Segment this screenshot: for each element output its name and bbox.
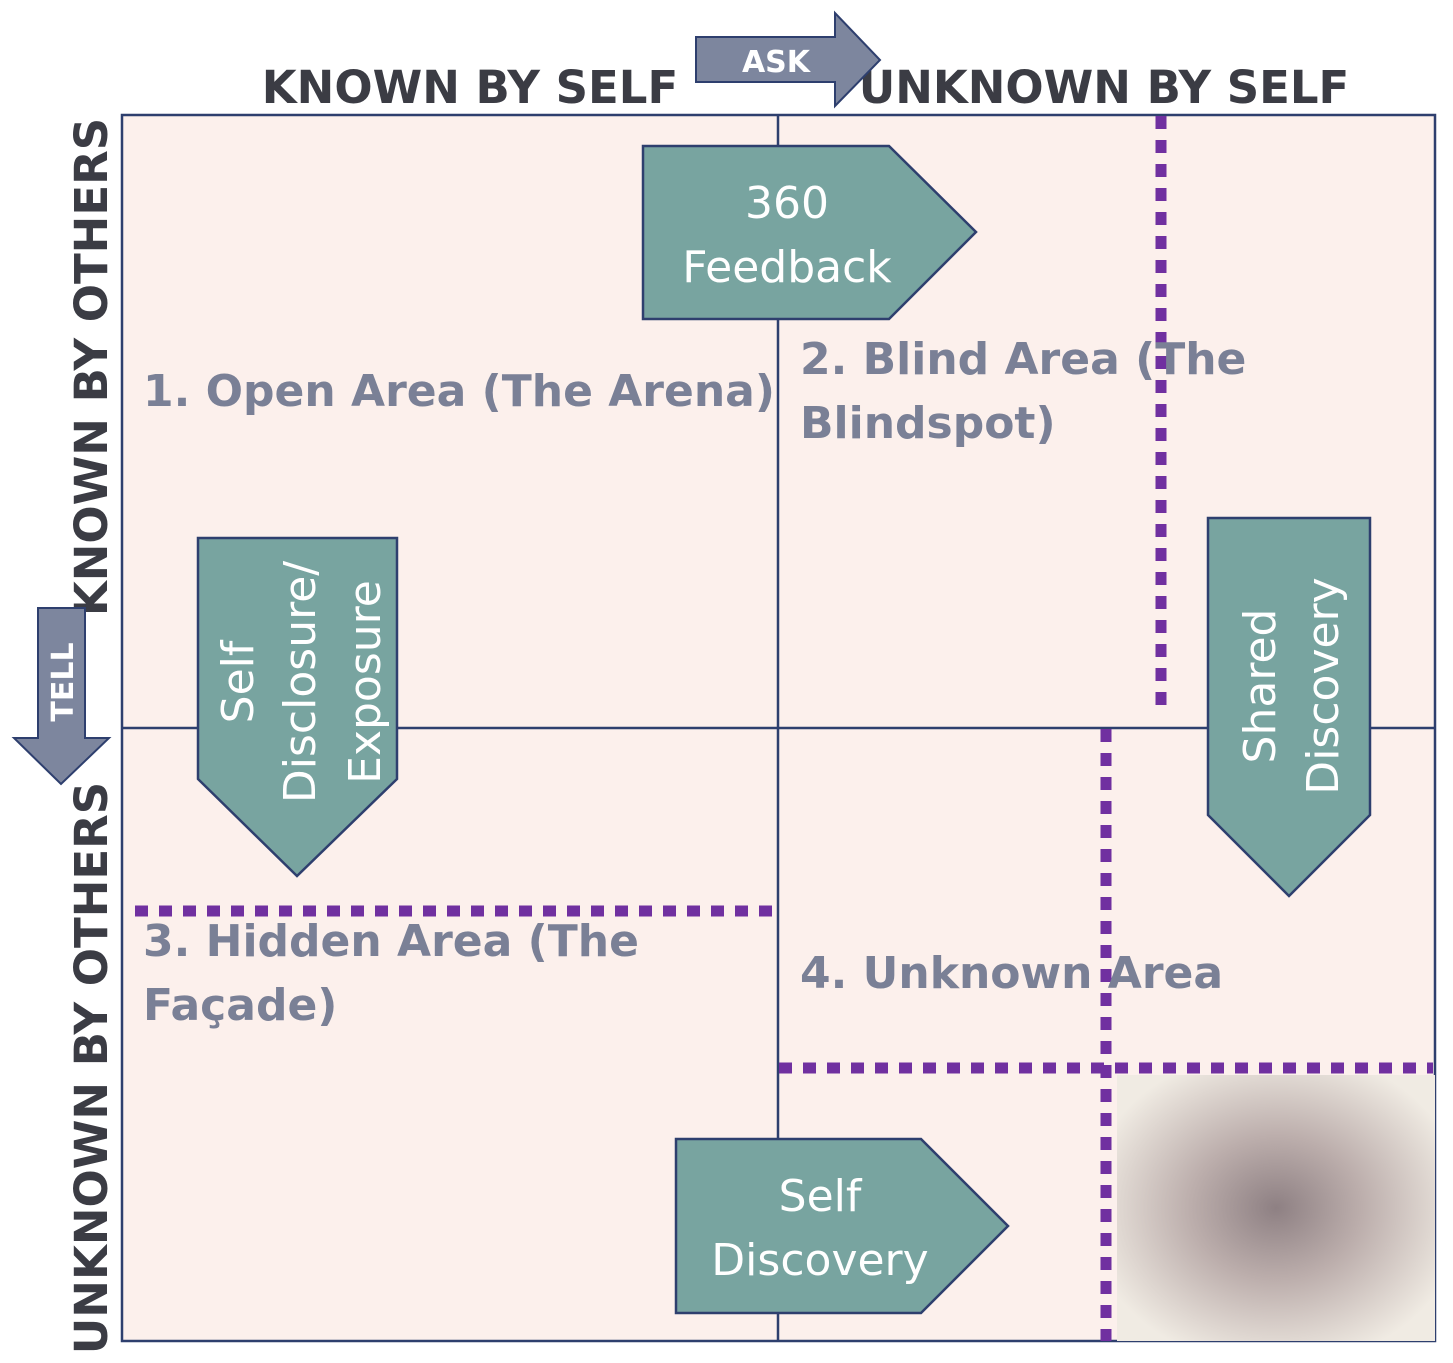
blind-area-label-line1: 2. Blind Area (The [800,334,1246,385]
disclosure-label-line3: Exposure [340,580,391,784]
unknown-area-label: 4. Unknown Area [800,948,1223,999]
header-unknown-by-others: UNKNOWN BY OTHERS [65,782,118,1354]
hidden-area-label-line2: Façade) [143,980,337,1031]
shared-discovery-label-line1: Shared [1235,609,1286,764]
self-discovery-label-line1: Self [779,1171,863,1222]
header-known-by-self: KNOWN BY SELF [262,61,678,114]
header-unknown-by-self: UNKNOWN BY SELF [859,61,1350,114]
disclosure-label-line1: Self [213,639,264,723]
self-discovery-arrow [674,1137,1010,1315]
tell-arrow [11,607,112,786]
blind-area-label-line2: Blindspot) [800,398,1056,449]
tell-label: TELL [46,642,81,721]
disclosure-label-line2: Disclosure/ [275,561,326,803]
ask-arrow [695,10,882,109]
dotted-boundaries [135,116,1433,1341]
feedback-label-line2: Feedback [682,242,892,293]
self-discovery-label-line2: Discovery [711,1235,928,1286]
ask-label: ASK [742,45,812,80]
shared-discovery-label-line2: Discovery [1298,577,1349,794]
shared-discovery-arrow [1206,516,1372,898]
disclosure-arrow [196,536,399,878]
header-known-by-others: KNOWN BY OTHERS [65,118,118,616]
feedback-arrow [641,144,978,321]
open-area-label: 1. Open Area (The Arena) [143,366,775,417]
hidden-area-label-line1: 3. Hidden Area (The [143,916,639,967]
feedback-label-line1: 360 [745,178,829,229]
unknown-blur-spot [1117,1075,1435,1341]
